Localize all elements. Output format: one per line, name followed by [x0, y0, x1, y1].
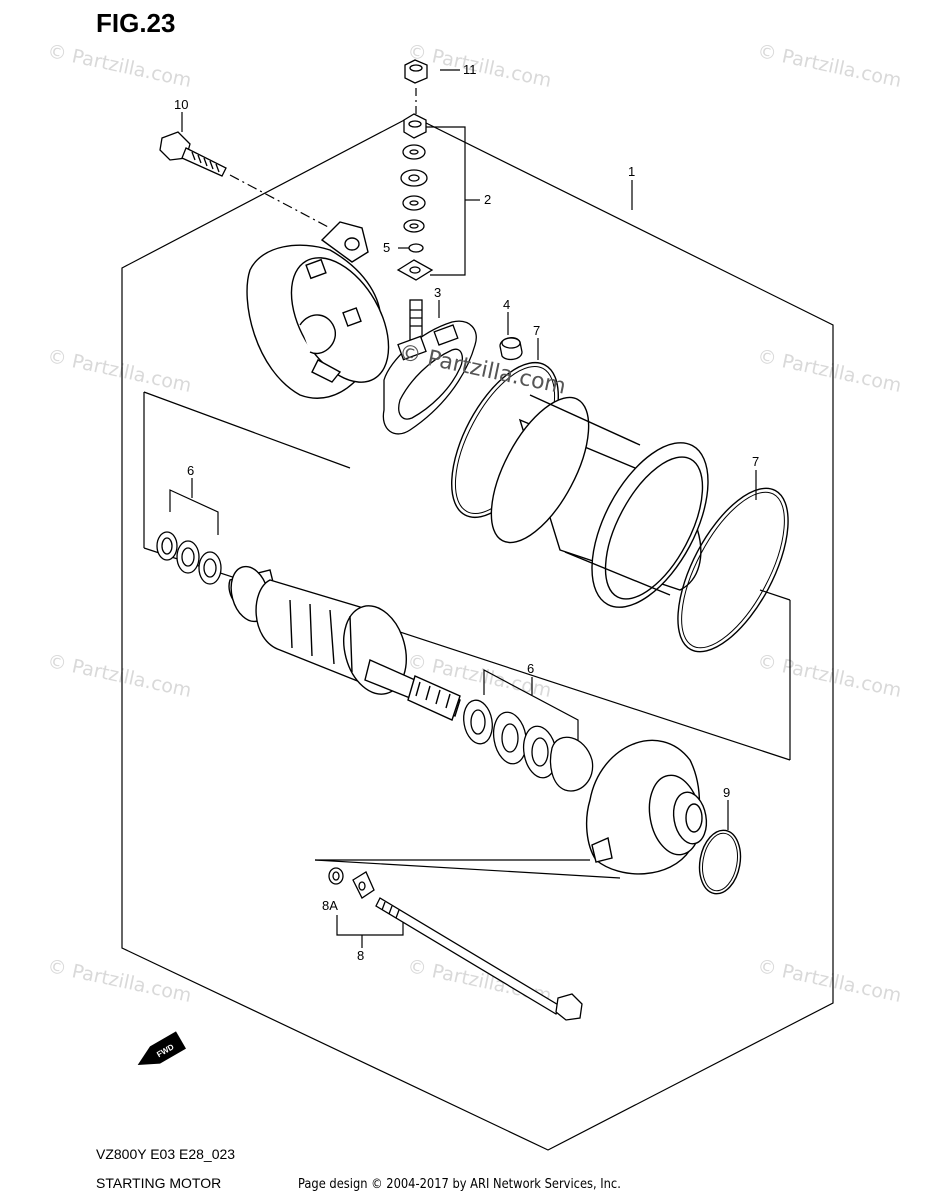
figure-title: FIG.23: [96, 8, 176, 38]
leader-line: [483, 669, 579, 745]
leader-line: [426, 126, 466, 276]
callout-3: 3: [434, 285, 441, 300]
footer-credit: Page design © 2004-2017 by ARI Network S…: [298, 1176, 621, 1192]
bushing-part-4: [499, 336, 523, 361]
o-ring-part-9-inner: [702, 832, 738, 892]
footer-model-code: VZ800Y E03 E28_023: [96, 1146, 236, 1162]
callout-6-right: 6: [527, 661, 534, 676]
callout-5: 5: [383, 240, 390, 255]
yoke-housing: [490, 394, 709, 608]
leader-line: [336, 915, 404, 936]
leader-line: [169, 489, 219, 535]
washer-stack-part-2: [396, 113, 434, 281]
o-ring-part-9: [698, 829, 742, 895]
washers-part-6-right: [463, 699, 594, 792]
callout-6-left: 6: [187, 463, 194, 478]
o-ring-part-7-right-inner: [681, 491, 785, 649]
fwd-arrow-icon: FWD: [137, 1031, 186, 1065]
callout-8: 8: [357, 948, 364, 963]
axis-line: [229, 174, 331, 229]
bolt-part-10: [159, 131, 227, 177]
long-bolt-part-8: [375, 897, 583, 1021]
washer-part-8a: [328, 867, 375, 899]
o-ring-part-7-right: [677, 487, 789, 653]
callout-4: 4: [503, 297, 510, 312]
washers-part-6-left: [156, 531, 222, 585]
callout-11: 11: [463, 62, 477, 77]
front-end-cover: [585, 739, 708, 875]
callout-1: 1: [628, 164, 635, 179]
leader-line: [314, 859, 621, 879]
brush-plate-part-3: [382, 299, 477, 435]
assembly-frame: [121, 115, 834, 1151]
armature: [228, 565, 461, 721]
callout-9: 9: [723, 785, 730, 800]
subassembly-frame: [143, 391, 351, 469]
subassembly-frame: [759, 589, 791, 601]
nut-part-11: [404, 59, 428, 84]
callout-2: 2: [484, 192, 491, 207]
callout-8a: 8A: [322, 898, 338, 913]
callout-7-top: 7: [533, 323, 540, 338]
footer-assembly-name: STARTING MOTOR: [96, 1175, 222, 1191]
end-cover-housing: [246, 221, 390, 399]
callout-7-right: 7: [752, 454, 759, 469]
callout-10: 10: [174, 97, 188, 112]
